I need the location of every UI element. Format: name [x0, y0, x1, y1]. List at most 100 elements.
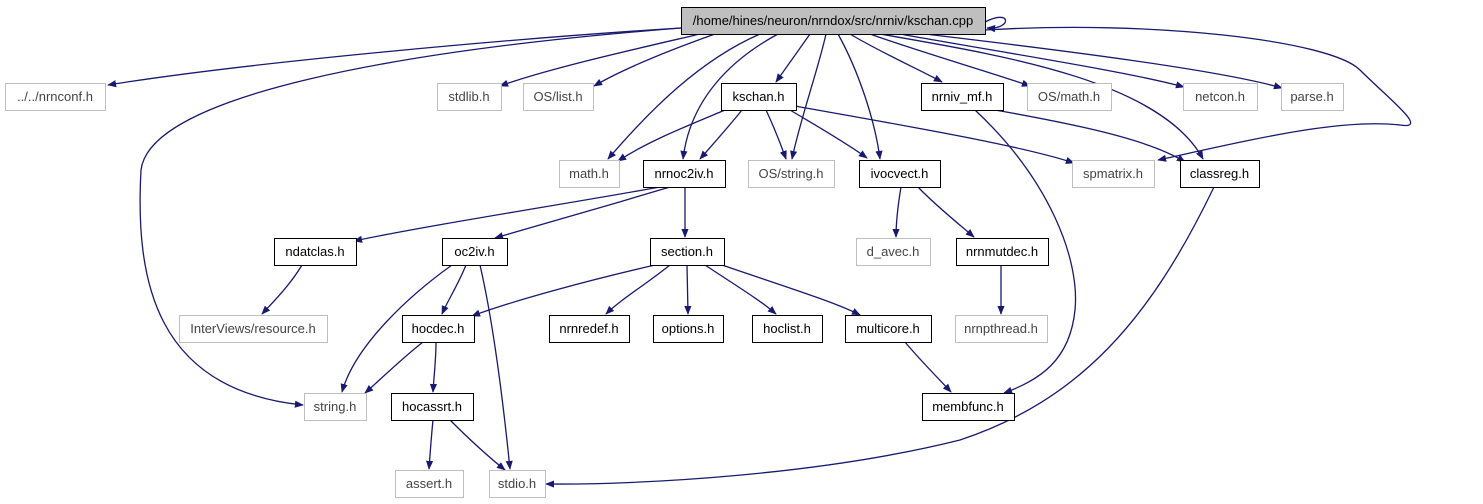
edge-root-to-string [139, 27, 682, 408]
node-oc2iv[interactable]: oc2iv.h [442, 238, 508, 266]
node-root[interactable]: /home/hines/neuron/nrndox/src/nrniv/ksch… [681, 7, 986, 35]
edge-kschanh-to-math [617, 109, 726, 162]
node-section[interactable]: section.h [650, 238, 725, 266]
node-ivocvect[interactable]: ivocvect.h [859, 160, 941, 188]
node-box [721, 83, 797, 111]
node-hocassrt[interactable]: hocassrt.h [391, 393, 474, 421]
node-hoclist[interactable]: hoclist.h [752, 315, 823, 343]
edge-ivocvect-to-nrnmutdec [917, 186, 975, 238]
node-label: oc2iv.h [454, 244, 494, 259]
node-label: stdio.h [498, 476, 536, 491]
edge-section-to-hoclist [704, 264, 777, 315]
node-box [5, 83, 106, 111]
node-oslist: OS/list.h [523, 83, 594, 111]
node-box [391, 393, 474, 421]
node-hocdec[interactable]: hocdec.h [402, 315, 475, 343]
node-label: InterViews/resource.h [190, 321, 316, 336]
node-label: /home/hines/neuron/nrndox/src/nrniv/ksch… [693, 13, 973, 28]
edge-kschanh-to-ivocvect [789, 109, 868, 159]
edge-multicore-to-membfunc [904, 341, 952, 393]
edge-kschanh-to-osstring [765, 109, 787, 160]
edge-kschanh-to-spmatrix [794, 105, 1075, 164]
node-netcon: netcon.h [1183, 83, 1258, 111]
edge-hocassrt-to-assert [425, 419, 434, 470]
node-label: OS/list.h [533, 89, 582, 104]
edge-root-to-math [607, 33, 761, 160]
node-box [859, 160, 941, 188]
edge-nrnoc2iv-to-oc2iv [494, 186, 671, 240]
node-osmath: OS/math.h [1027, 83, 1112, 111]
edge-section-to-hocdec [471, 264, 656, 317]
node-label: netcon.h [1195, 89, 1245, 104]
node-nrnmutdec[interactable]: nrnmutdec.h [956, 238, 1049, 266]
edge-section-to-multicore [721, 264, 861, 316]
node-box [955, 315, 1048, 343]
node-label: membfunc.h [932, 399, 1004, 414]
nodes-layer: /home/hines/neuron/nrndox/src/nrniv/ksch… [5, 7, 1344, 498]
node-label: stdlib.h [448, 89, 489, 104]
edge-root-to-spmatrix [984, 26, 1412, 162]
edge-root-to-nrnoc2iv [680, 33, 779, 160]
node-multicore[interactable]: multicore.h [845, 315, 932, 343]
node-label: string.h [314, 399, 357, 414]
node-label: nrnoc2iv.h [654, 166, 713, 181]
node-label: ../../nrnconf.h [17, 89, 93, 104]
node-box [643, 160, 726, 188]
node-label: nrniv_mf.h [932, 89, 993, 104]
node-math: math.h [559, 160, 620, 188]
edge-root-to-parse [924, 33, 1283, 90]
edge-section-to-nrnredef [605, 264, 671, 315]
node-kschanh[interactable]: kschan.h [721, 83, 797, 111]
node-box [752, 315, 823, 343]
node-nrnoc2iv[interactable]: nrnoc2iv.h [643, 160, 726, 188]
edge-oc2iv-to-hocdec [441, 264, 467, 315]
node-spmatrix: spmatrix.h [1072, 160, 1155, 188]
node-nrnredef[interactable]: nrnredef.h [549, 315, 630, 343]
node-box [442, 238, 508, 266]
node-label: nrnpthread.h [964, 321, 1038, 336]
node-box [748, 160, 835, 188]
node-label: assert.h [406, 476, 452, 491]
node-nrnconf: ../../nrnconf.h [5, 83, 106, 111]
node-classreg[interactable]: classreg.h [1180, 160, 1260, 188]
edge-nrnoc2iv-to-ndatclas [353, 186, 661, 243]
node-nrnivmf[interactable]: nrniv_mf.h [921, 83, 1004, 111]
node-label: classreg.h [1190, 166, 1249, 181]
node-box [845, 315, 932, 343]
edge-root-to-classreg [879, 33, 1204, 160]
node-ndatclas[interactable]: ndatclas.h [274, 238, 357, 266]
node-label: ivocvect.h [871, 166, 929, 181]
node-options[interactable]: options.h [653, 315, 724, 343]
edge-ivocvect-to-davec [892, 186, 902, 238]
edge-root-to-kschanh [775, 33, 811, 83]
node-box [549, 315, 630, 343]
edge-kschanh-to-nrnoc2iv [699, 109, 743, 160]
node-label: spmatrix.h [1083, 166, 1143, 181]
node-davec: d_avec.h [856, 238, 931, 266]
node-label: OS/math.h [1038, 89, 1100, 104]
edge-root-to-ivocvect [837, 33, 883, 160]
node-stdio: stdio.h [489, 470, 546, 498]
edge-classreg-to-stdio [545, 186, 1215, 488]
node-label: nrnmutdec.h [966, 244, 1038, 259]
edges-layer [107, 16, 1412, 488]
node-membfunc[interactable]: membfunc.h [922, 393, 1015, 421]
edge-root-to-nrnconf [107, 27, 682, 88]
edge-nrnivmf-to-classreg [994, 109, 1186, 163]
node-box [921, 83, 1004, 111]
node-box [559, 160, 620, 188]
node-box [1281, 83, 1344, 111]
node-box [395, 470, 464, 498]
edge-ndatclas-to-ivresource [261, 264, 303, 315]
node-label: OS/string.h [758, 166, 823, 181]
edge-root-to-root [984, 16, 1006, 33]
node-box [274, 238, 357, 266]
node-box [1072, 160, 1155, 188]
node-box [304, 393, 367, 421]
node-label: nrnredef.h [559, 321, 618, 336]
node-box [489, 470, 546, 498]
edge-root-to-netcon [899, 33, 1185, 89]
node-osstring: OS/string.h [748, 160, 835, 188]
edge-root-to-nrnivmf [849, 33, 943, 83]
node-label: d_avec.h [867, 244, 920, 259]
